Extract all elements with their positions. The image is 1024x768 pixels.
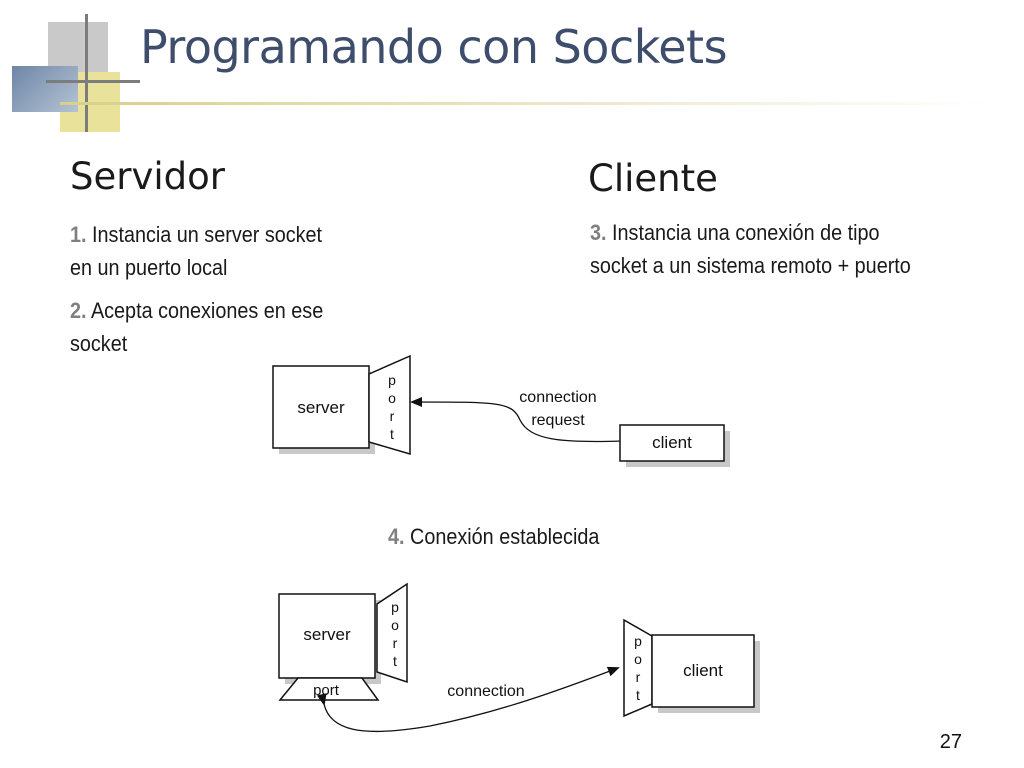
- client-port: p o r t: [623, 618, 653, 718]
- port-letter-t: t: [636, 687, 640, 703]
- port-letter-r: r: [636, 669, 641, 685]
- step-text-continued: socket a un sistema remoto + puerto: [590, 253, 911, 278]
- port-letter-t: t: [393, 653, 397, 669]
- connection-label: connection: [447, 683, 524, 700]
- server-port: p o r t: [368, 354, 411, 456]
- port-letter-r: r: [393, 635, 398, 651]
- port-letter-o: o: [634, 651, 642, 667]
- client-box: client: [619, 424, 730, 467]
- connection-arrow: [316, 666, 620, 733]
- step-number: 4.: [388, 524, 405, 549]
- port-letter-o: o: [388, 390, 396, 406]
- connection-label: connection: [519, 389, 596, 406]
- server-label: server: [303, 625, 351, 644]
- server-step-2: 2. Acepta conexiones en ese socket: [70, 294, 323, 360]
- request-arrow: [410, 397, 623, 443]
- page-number: 27: [939, 731, 962, 753]
- established-diagram: server p o r t port connection p o r t c…: [278, 582, 760, 733]
- port-letter-o: o: [391, 617, 399, 633]
- port-letter-r: r: [390, 408, 395, 424]
- port-letter-p: p: [388, 372, 396, 388]
- slide-title: Programando con Sockets: [140, 20, 728, 74]
- server-port: p o r t: [376, 582, 408, 684]
- request-label: request: [531, 412, 585, 429]
- step-number: 3.: [590, 220, 607, 245]
- title-underline: [60, 102, 990, 105]
- server-step-1: 1. Instancia un server socket en un puer…: [70, 218, 322, 284]
- step-text: Conexión establecida: [410, 524, 600, 549]
- step-4: 4. Conexión establecida: [388, 520, 599, 553]
- port-letter-t: t: [390, 426, 394, 442]
- client-box: client: [651, 634, 760, 713]
- step-text: Instancia un server socket: [92, 222, 323, 247]
- port-letter-p: p: [634, 633, 642, 649]
- bottom-port-label: port: [313, 682, 340, 699]
- step-number: 2.: [70, 298, 87, 323]
- step-text-continued: socket: [70, 331, 128, 356]
- client-label: client: [652, 433, 692, 452]
- request-diagram: server p o r t connection request client: [272, 354, 730, 467]
- client-step-3: 3. Instancia una conexión de tipo socket…: [590, 216, 911, 282]
- server-heading: Servidor: [70, 155, 225, 198]
- step-text-continued: en un puerto local: [70, 255, 228, 280]
- client-label: client: [683, 661, 723, 680]
- bottom-port: port: [278, 677, 380, 701]
- port-letter-p: p: [391, 599, 399, 615]
- step-text: Acepta conexiones en ese: [90, 298, 324, 323]
- step-text: Instancia una conexión de tipo: [612, 220, 880, 245]
- step-number: 1.: [70, 222, 87, 247]
- server-box: server: [278, 593, 381, 684]
- server-label: server: [297, 398, 345, 417]
- client-heading: Cliente: [588, 157, 718, 200]
- server-box: server: [272, 365, 375, 454]
